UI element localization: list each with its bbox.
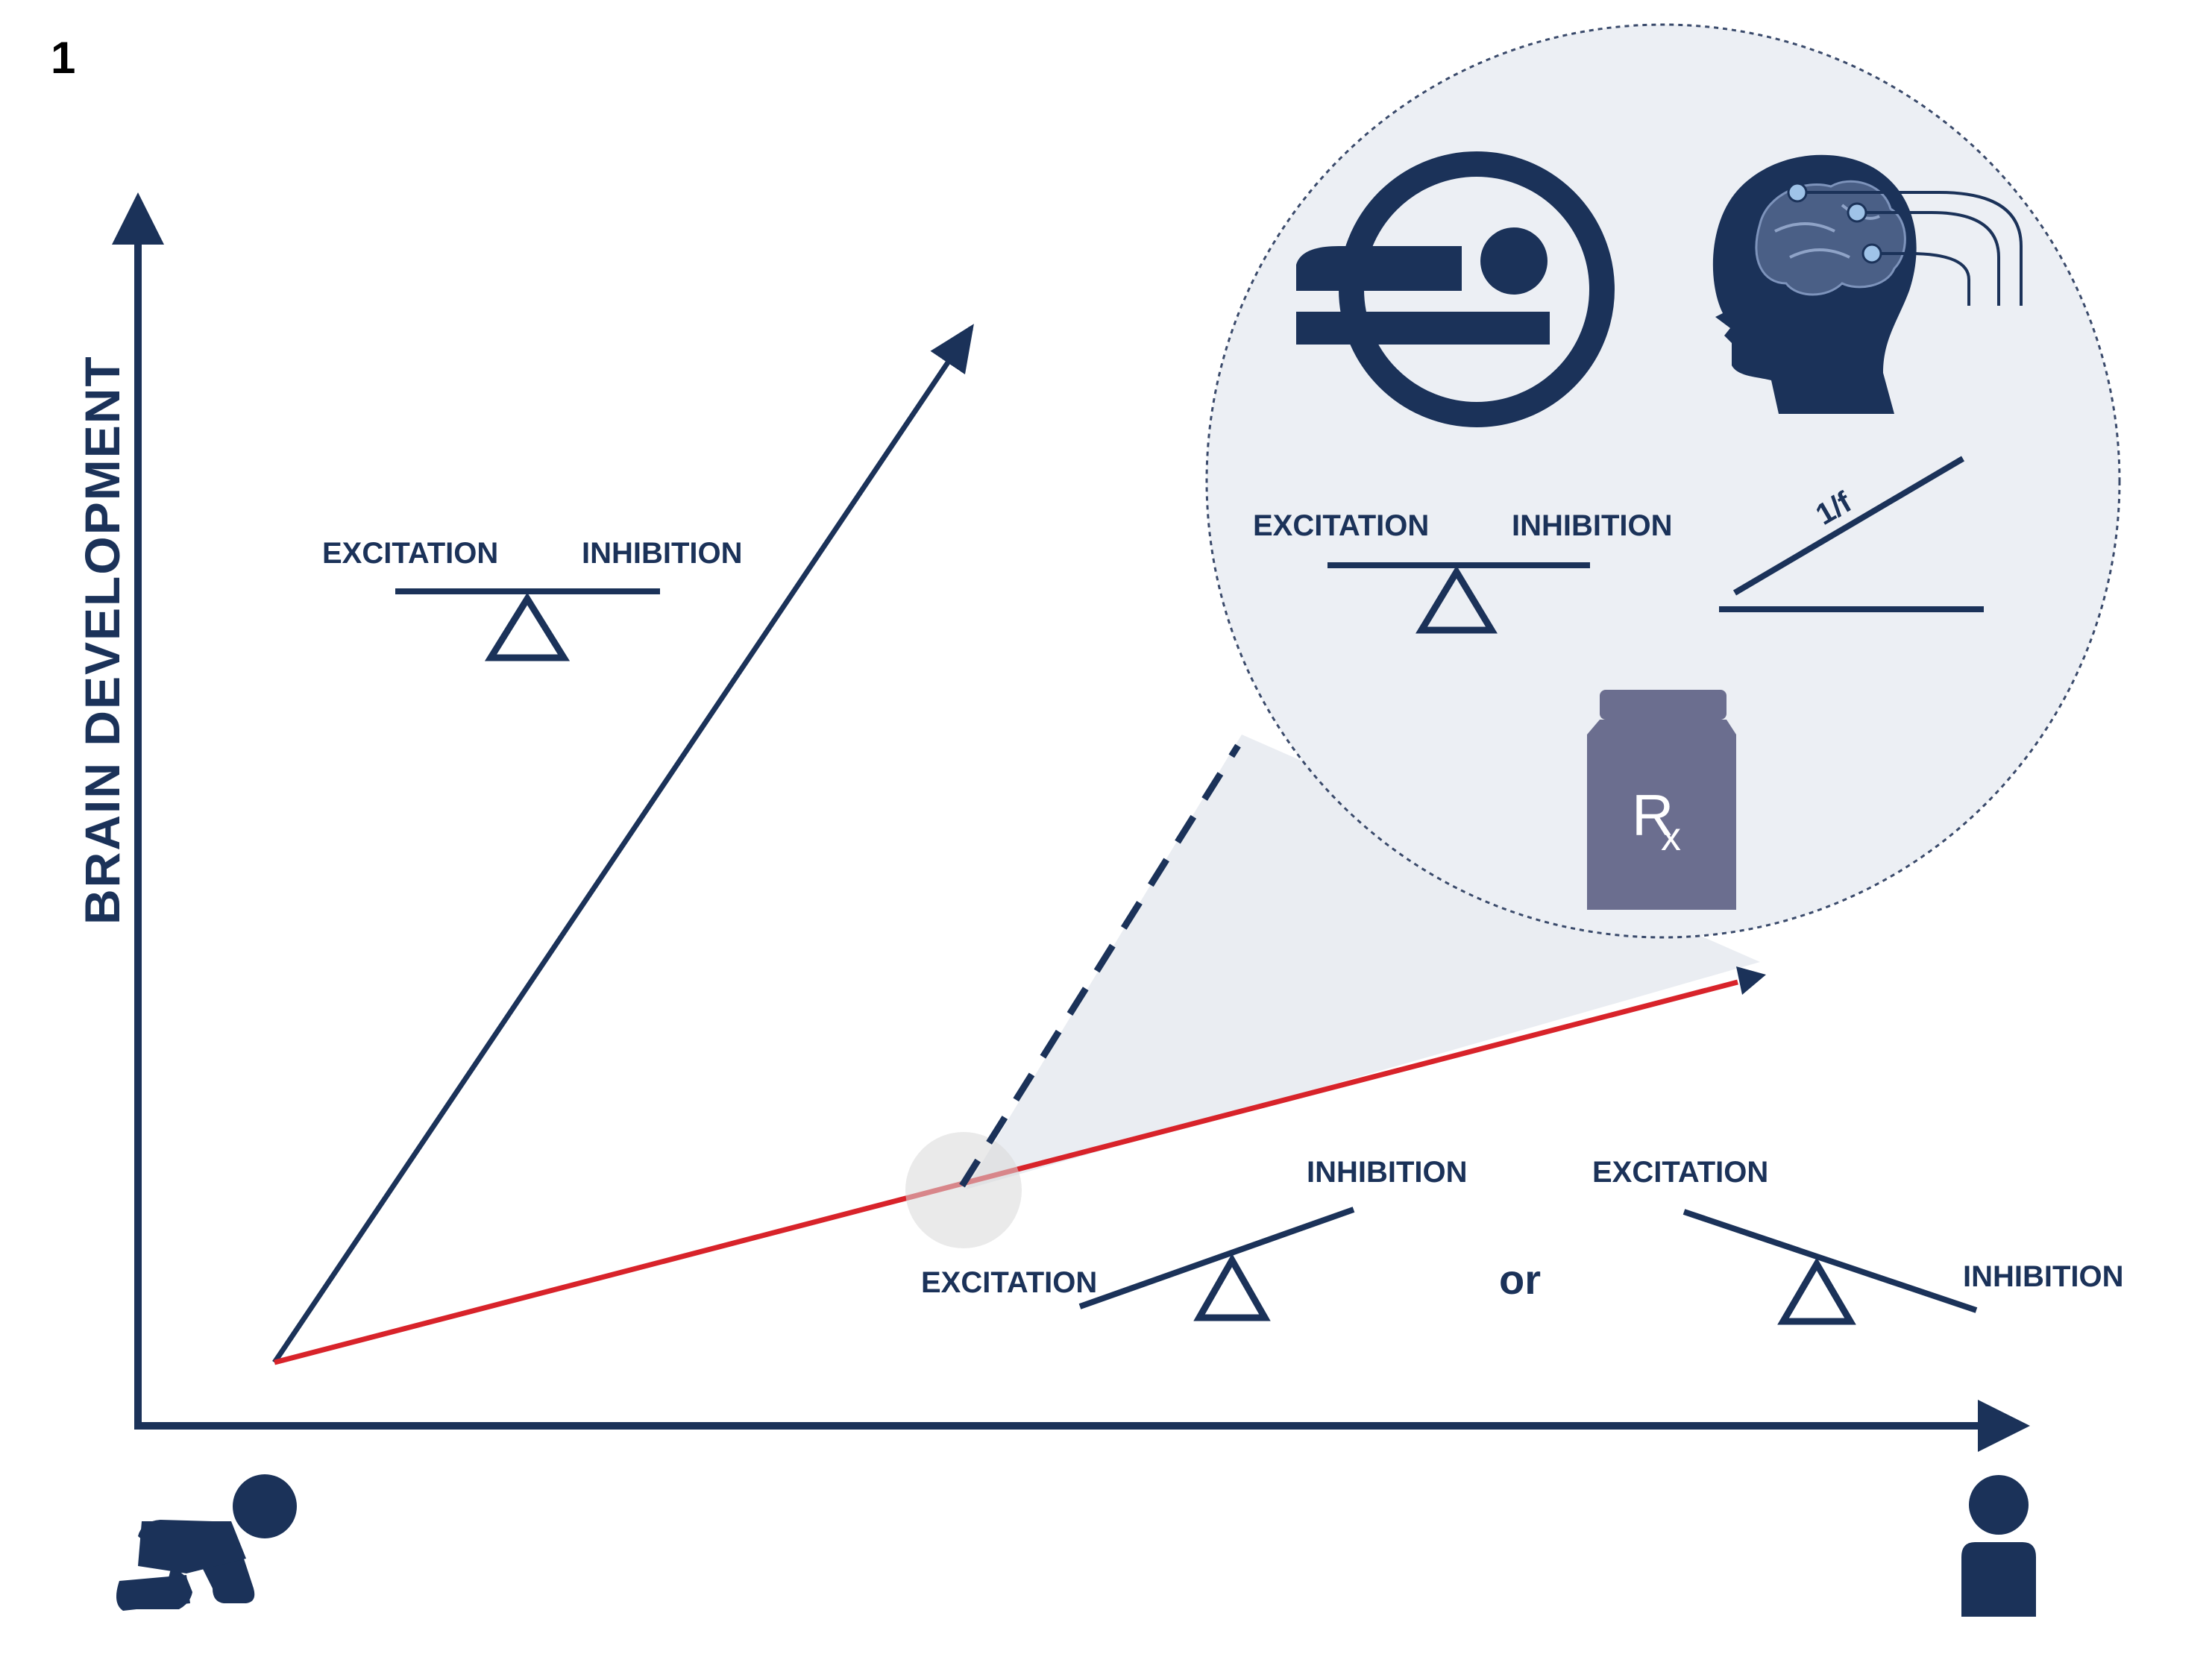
lower-left-balance-scale xyxy=(1078,1207,1355,1321)
typical-trajectory-arrow xyxy=(272,324,974,1364)
svg-text:x: x xyxy=(1661,814,1681,859)
upper-balance-excitation-label: EXCITATION xyxy=(322,537,498,570)
aperiodic-slope-icon xyxy=(1719,456,1984,612)
upper-balance-scale xyxy=(395,588,660,661)
lower-right-inhibition-label: INHIBITION xyxy=(1963,1260,2124,1293)
zoom-balance-scale xyxy=(1327,562,1590,634)
zoom-origin-highlight xyxy=(905,1132,1022,1248)
zoom-balance-excitation-label: EXCITATION xyxy=(1253,509,1429,542)
adult-icon xyxy=(1961,1475,2036,1617)
panel-label: 1 xyxy=(51,33,75,83)
upper-balance-inhibition-label: INHIBITION xyxy=(582,537,743,570)
lower-right-balance-scale xyxy=(1682,1209,1978,1325)
lower-left-inhibition-label: INHIBITION xyxy=(1307,1156,1468,1189)
lower-left-excitation-label: EXCITATION xyxy=(921,1266,1097,1299)
rx-weight-icon: R x xyxy=(1587,690,1736,910)
y-axis-label: BRAIN DEVELOPMENT xyxy=(75,355,130,925)
eeg-head-icon xyxy=(1712,154,2023,414)
mri-scanner-icon xyxy=(1296,151,1615,427)
svg-text:R: R xyxy=(1632,782,1674,848)
atypical-arrowhead xyxy=(1736,966,1766,995)
infant-icon xyxy=(116,1474,297,1611)
zoom-cone xyxy=(966,735,1760,1189)
zoom-dashed-line xyxy=(959,743,1241,1188)
or-separator: or xyxy=(1499,1256,1541,1303)
lower-right-excitation-label: EXCITATION xyxy=(1592,1156,1768,1189)
zoom-balance-inhibition-label: INHIBITION xyxy=(1512,509,1673,542)
